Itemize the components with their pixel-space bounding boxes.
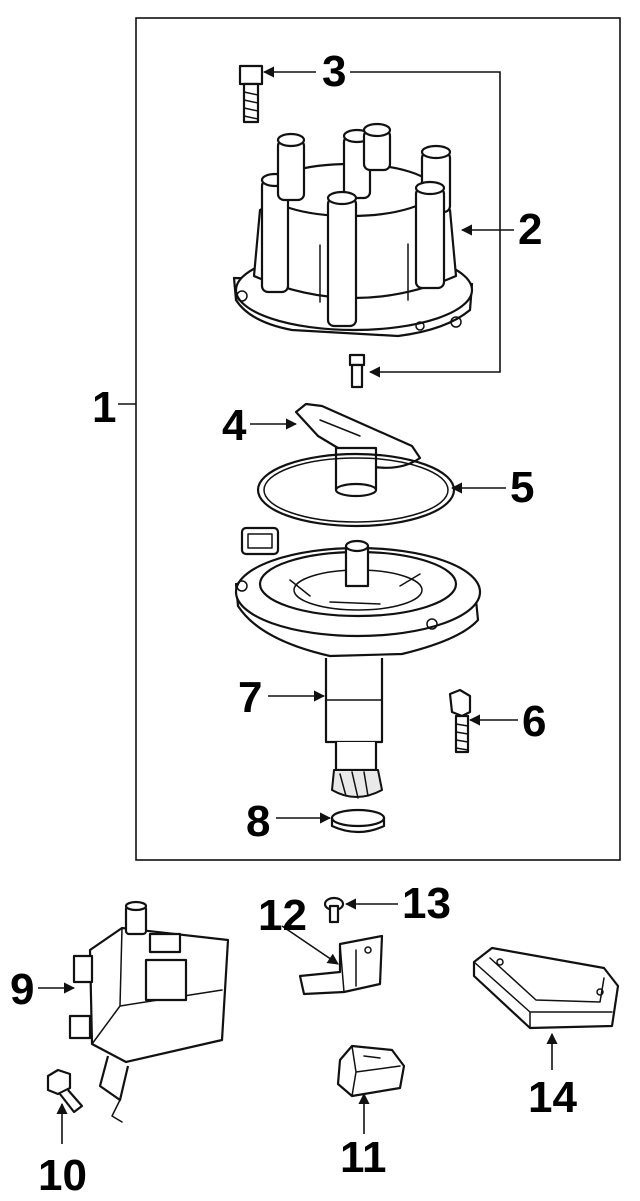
- part-6-bolt-illustration: [448, 688, 472, 754]
- callout-9: 9: [10, 965, 34, 1014]
- part-3-lower-screw-illustration: [348, 353, 366, 389]
- part-8-o-ring-illustration: [330, 808, 386, 834]
- part-14-control-module-illustration: [472, 946, 620, 1030]
- callout-10: 10: [38, 1151, 87, 1200]
- callout-14: 14: [528, 1073, 577, 1122]
- callout-1: 1: [92, 383, 116, 432]
- callout-11: 11: [340, 1133, 387, 1182]
- part-3-screw-illustration: [238, 64, 264, 124]
- part-2-distributor-cap-illustration: [232, 122, 474, 338]
- part-12-bracket-illustration: [298, 934, 384, 996]
- callout-8: 8: [246, 797, 270, 846]
- distributor-assembly-frame: [135, 17, 621, 861]
- callout-7: 7: [238, 673, 262, 722]
- callout-3: 3: [322, 47, 346, 96]
- part-10-bolt-illustration: [46, 1068, 84, 1114]
- callout-2: 2: [518, 205, 542, 254]
- part-11-sensor-illustration: [336, 1044, 406, 1098]
- callout-13: 13: [402, 879, 451, 928]
- callout-6: 6: [522, 697, 546, 746]
- callout-4: 4: [222, 401, 247, 450]
- part-9-ignition-coil-illustration: [68, 900, 230, 1123]
- part-13-screw-illustration: [323, 896, 345, 924]
- leader-lines: [38, 66, 558, 1144]
- callout-12: 12: [258, 891, 307, 940]
- callout-5: 5: [510, 463, 534, 512]
- part-4-rotor-illustration: [294, 402, 422, 498]
- part-7-distributor-housing-illustration: [234, 526, 482, 799]
